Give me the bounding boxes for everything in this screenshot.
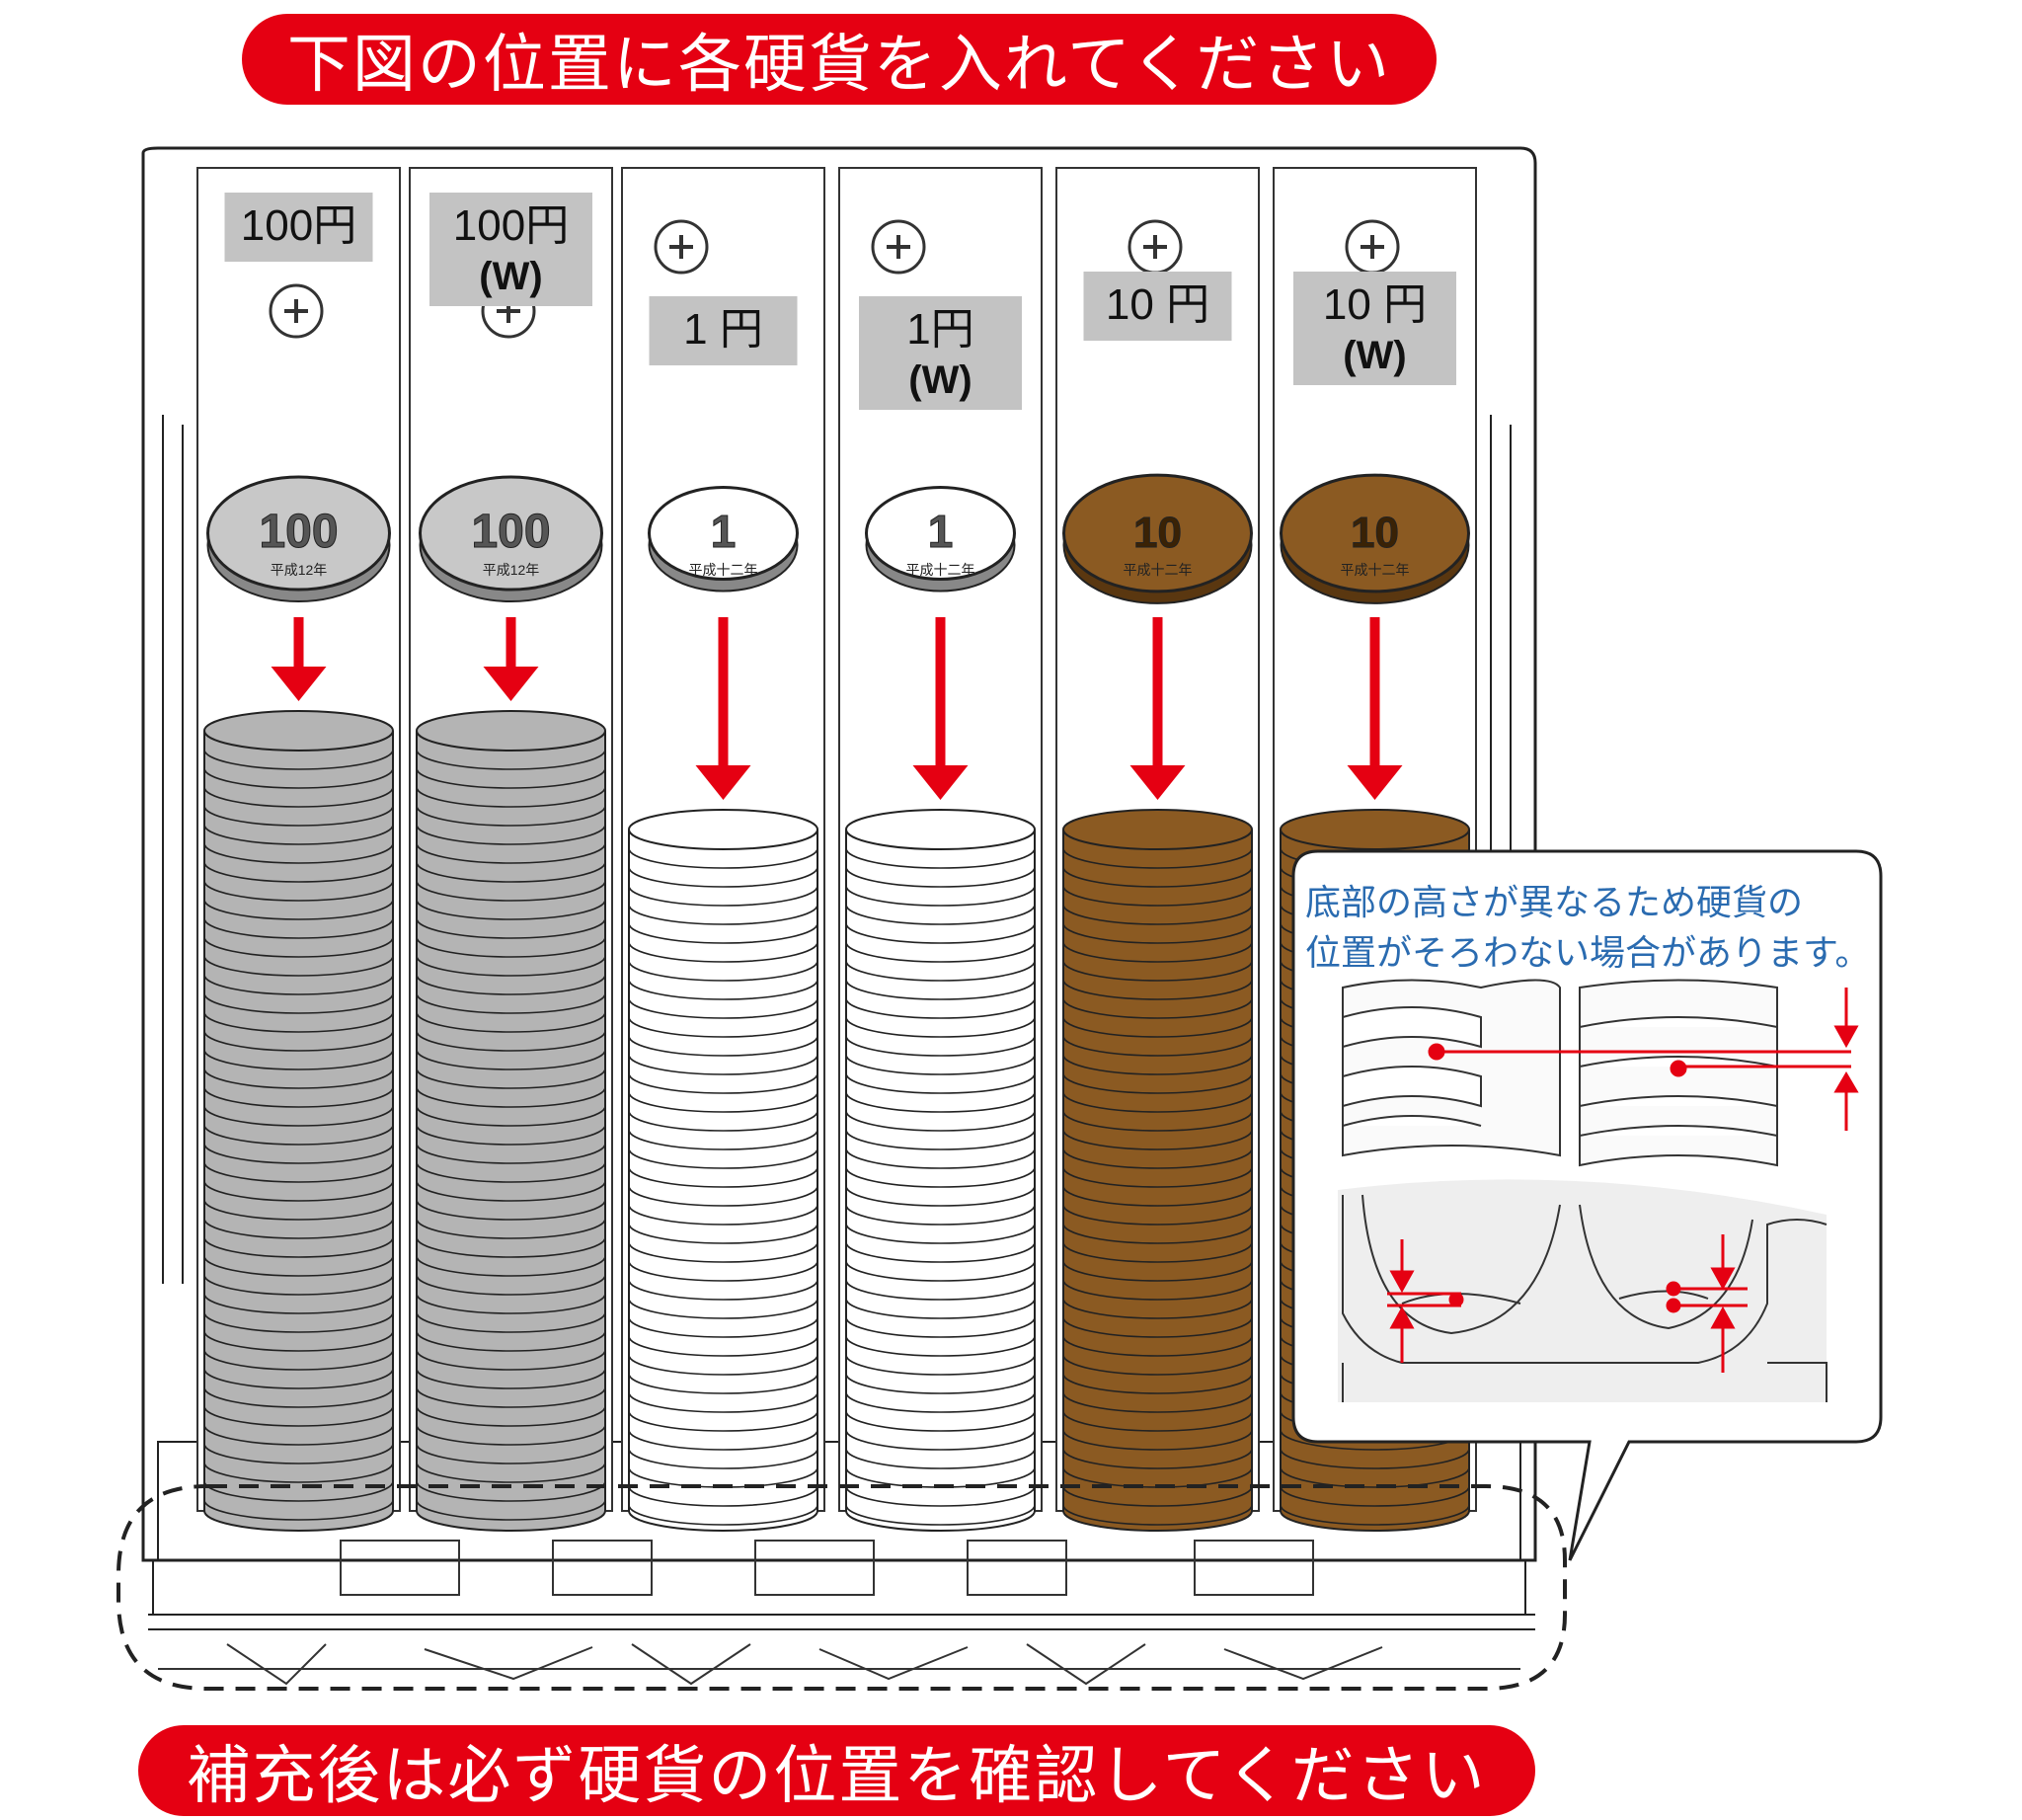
down-arrow-icon [1347, 617, 1403, 800]
down-arrow-icon [271, 617, 327, 701]
down-arrow-icon [1129, 617, 1186, 800]
coin-stack [628, 809, 818, 1532]
screw-icon [871, 219, 926, 275]
callout-text-line1: 底部の高さが異なるため硬貨の [1305, 883, 1804, 923]
column-label-bg [224, 193, 373, 262]
coin-face-value: 100 [259, 506, 338, 558]
coin-icon: 100 平成12年 [419, 475, 603, 603]
column-label-bg [1293, 272, 1456, 385]
coin-stack [416, 710, 606, 1532]
coin-year: 平成12年 [483, 562, 540, 578]
coin-column-5: 10 円 10 平成十二年 [1055, 167, 1260, 1532]
tray-frame [141, 146, 1537, 1630]
coin-face-value: 10 [1351, 509, 1399, 557]
callout-box [1291, 849, 1883, 1561]
column-label-bg [859, 296, 1022, 410]
screw-icon [654, 219, 709, 275]
coin-column-1: 100円 100 平成12年 [196, 167, 401, 1532]
coin-face-value: 10 [1133, 509, 1182, 557]
inset-coin-stacks [1342, 979, 1778, 1167]
down-arrow-icon [695, 617, 751, 800]
coin-year: 平成十二年 [1341, 562, 1410, 578]
coin-icon: 100 平成12年 [206, 475, 391, 603]
coin-icon: 10 平成十二年 [1062, 473, 1253, 604]
coin-year: 平成十二年 [689, 562, 758, 578]
coin-year: 平成12年 [271, 562, 328, 578]
coin-column-4: 1円(W) 1 平成十二年 [838, 167, 1043, 1532]
coin-face-value: 1 [928, 506, 954, 557]
screw-icon [269, 283, 324, 339]
callout-text-line2: 位置がそろわない場合があります。 [1305, 933, 1871, 974]
column-label: 1円 [906, 305, 973, 354]
coin-icon: 10 平成十二年 [1280, 473, 1470, 604]
column-label: 1 円 [683, 305, 763, 354]
column-label: 100円 [453, 201, 569, 250]
column-label: 10 円 [1106, 280, 1209, 329]
column-label: 100円 [241, 201, 356, 250]
column-label-sub: (W) [908, 358, 972, 402]
inset-bottom-measure [1387, 1234, 1748, 1373]
coin-icon: 1 平成十二年 [648, 486, 799, 593]
screw-icon [1128, 219, 1183, 275]
tray-bottom-mechanism [158, 1540, 1520, 1686]
coin-column-2: 100円 (W) 100 平成12年 [409, 167, 613, 1532]
inset-measure-lines [1428, 988, 1859, 1131]
down-arrow-icon [912, 617, 969, 800]
coin-icon: 1 平成十二年 [865, 486, 1016, 593]
coin-stack [1062, 809, 1253, 1532]
column-label-bg [1083, 272, 1232, 341]
bottom-instruction-banner: 補充後は必ず硬貨の位置を確認してください [138, 1725, 1535, 1816]
coin-year: 平成十二年 [906, 562, 975, 578]
column-label: 10 円 [1323, 280, 1427, 329]
inset-tray-bottom [1338, 1179, 1828, 1402]
coin-stack [203, 710, 394, 1532]
coin-face-value: 1 [711, 506, 737, 557]
bottom-highlight-dashed [117, 1484, 1567, 1691]
screw-icon [1345, 219, 1400, 275]
top-instruction-banner: 下図の位置に各硬貨を入れてください [242, 14, 1437, 105]
column-label-bg [649, 296, 798, 365]
column-label-bg [429, 193, 592, 306]
down-arrow-icon [483, 617, 539, 701]
column-label-sub: (W) [479, 255, 542, 298]
coin-face-value: 100 [471, 506, 550, 558]
coin-year: 平成十二年 [1124, 562, 1193, 578]
coin-column-3: 1 円 1 平成十二年 [621, 167, 825, 1532]
column-label-sub: (W) [1343, 334, 1406, 377]
coin-stack [845, 809, 1036, 1532]
